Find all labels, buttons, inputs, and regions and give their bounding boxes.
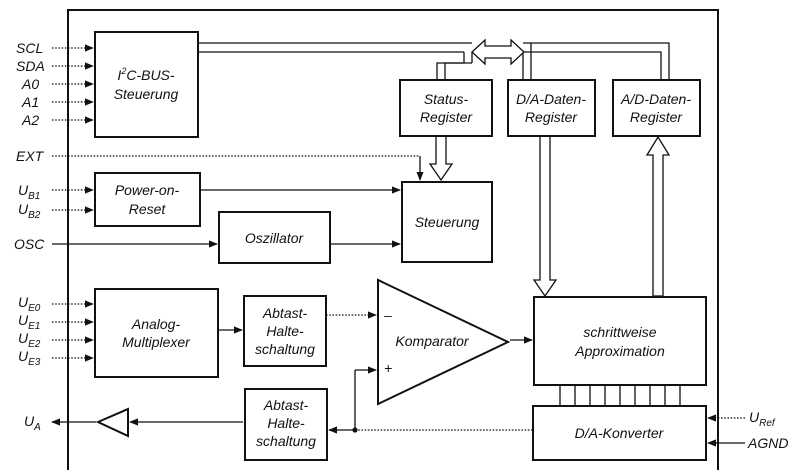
control-block: [401, 181, 493, 263]
block-labels: I2C-BUS- Steuerung Status- Register D/A-…: [114, 66, 692, 449]
pin-labels: SCL SDA A0 A1 A2 EXT UB1 UB2 OSC UE0 UE1…: [14, 40, 788, 451]
bus-bidirectional-arrow: [471, 38, 525, 66]
sh2-label-line3: schaltung: [256, 433, 316, 449]
internal-connections: [51, 186, 745, 447]
sample-hold-2-block: [244, 388, 328, 461]
pin-osc: OSC: [14, 236, 45, 252]
pin-ue2: UE2: [18, 330, 41, 350]
mux-label-line2: Multiplexer: [122, 334, 191, 350]
dac-block: [532, 405, 707, 461]
comparator-minus: –: [383, 307, 392, 323]
sh2-label-line2: Halte-: [267, 415, 305, 431]
status-register-block: [399, 79, 493, 137]
pin-ext: EXT: [16, 148, 45, 164]
pin-a0: A0: [21, 76, 39, 92]
sh1-label-line2: Halte-: [266, 323, 304, 339]
sh1-label-line1: Abtast-: [262, 305, 308, 321]
output-buffer-triangle: [95, 407, 129, 438]
comparator-plus: +: [384, 360, 392, 376]
i2c-control-block: [94, 31, 199, 138]
pin-ub1: UB1: [18, 182, 40, 202]
oscillator-label: Oszillator: [245, 230, 305, 246]
pin-sda: SDA: [16, 58, 45, 74]
sh2-label-line1: Abtast-: [263, 397, 309, 413]
da-reg-label-line1: D/A-Daten-: [516, 91, 586, 107]
i2c-label-line2: Steuerung: [114, 86, 179, 102]
sar-block: [533, 296, 707, 386]
pin-uref: URef: [749, 409, 776, 429]
analog-multiplexer-block: [94, 288, 219, 378]
status-label-line1: Status-: [424, 91, 469, 107]
chip-outline: [67, 9, 719, 470]
comparator-triangle: [377, 278, 511, 406]
control-label: Steuerung: [415, 214, 480, 230]
mux-label-line1: Analog-: [131, 316, 181, 332]
comparator-label: Komparator: [395, 333, 469, 349]
i2c-label-line1: I2C-BUS-: [117, 66, 174, 83]
ad-reg-label-line1: A/D-Daten-: [620, 91, 691, 107]
sh1-label-line3: schaltung: [255, 341, 315, 357]
pin-ua: UA: [24, 413, 41, 433]
pin-a2: A2: [21, 112, 39, 128]
i2c-bus: [198, 38, 670, 80]
pin-ue3: UE3: [18, 348, 41, 368]
por-label-line2: Reset: [129, 201, 167, 217]
oscillator-block: [218, 211, 331, 264]
pin-a1: A1: [21, 94, 39, 110]
power-on-reset-block: [94, 172, 201, 227]
por-label-line1: Power-on-: [115, 182, 180, 198]
dac-label: D/A-Konverter: [575, 425, 665, 441]
status-label-line2: Register: [420, 109, 473, 125]
pin-ue1: UE1: [18, 312, 40, 332]
sar-label-line2: Approximation: [574, 343, 665, 359]
ad-data-register-block: [612, 79, 701, 137]
pin-ub2: UB2: [18, 201, 41, 221]
sar-label-line1: schrittweise: [583, 324, 656, 340]
da-reg-label-line2: Register: [525, 109, 578, 125]
da-data-register-block: [507, 79, 596, 137]
pin-ue0: UE0: [18, 294, 41, 314]
input-lines: [52, 44, 424, 362]
bus-arrows: [428, 135, 671, 298]
ad-reg-label-line2: Register: [630, 109, 683, 125]
sample-hold-1-block: [243, 295, 327, 367]
pin-agnd: AGND: [747, 435, 788, 451]
pin-scl: SCL: [16, 40, 43, 56]
